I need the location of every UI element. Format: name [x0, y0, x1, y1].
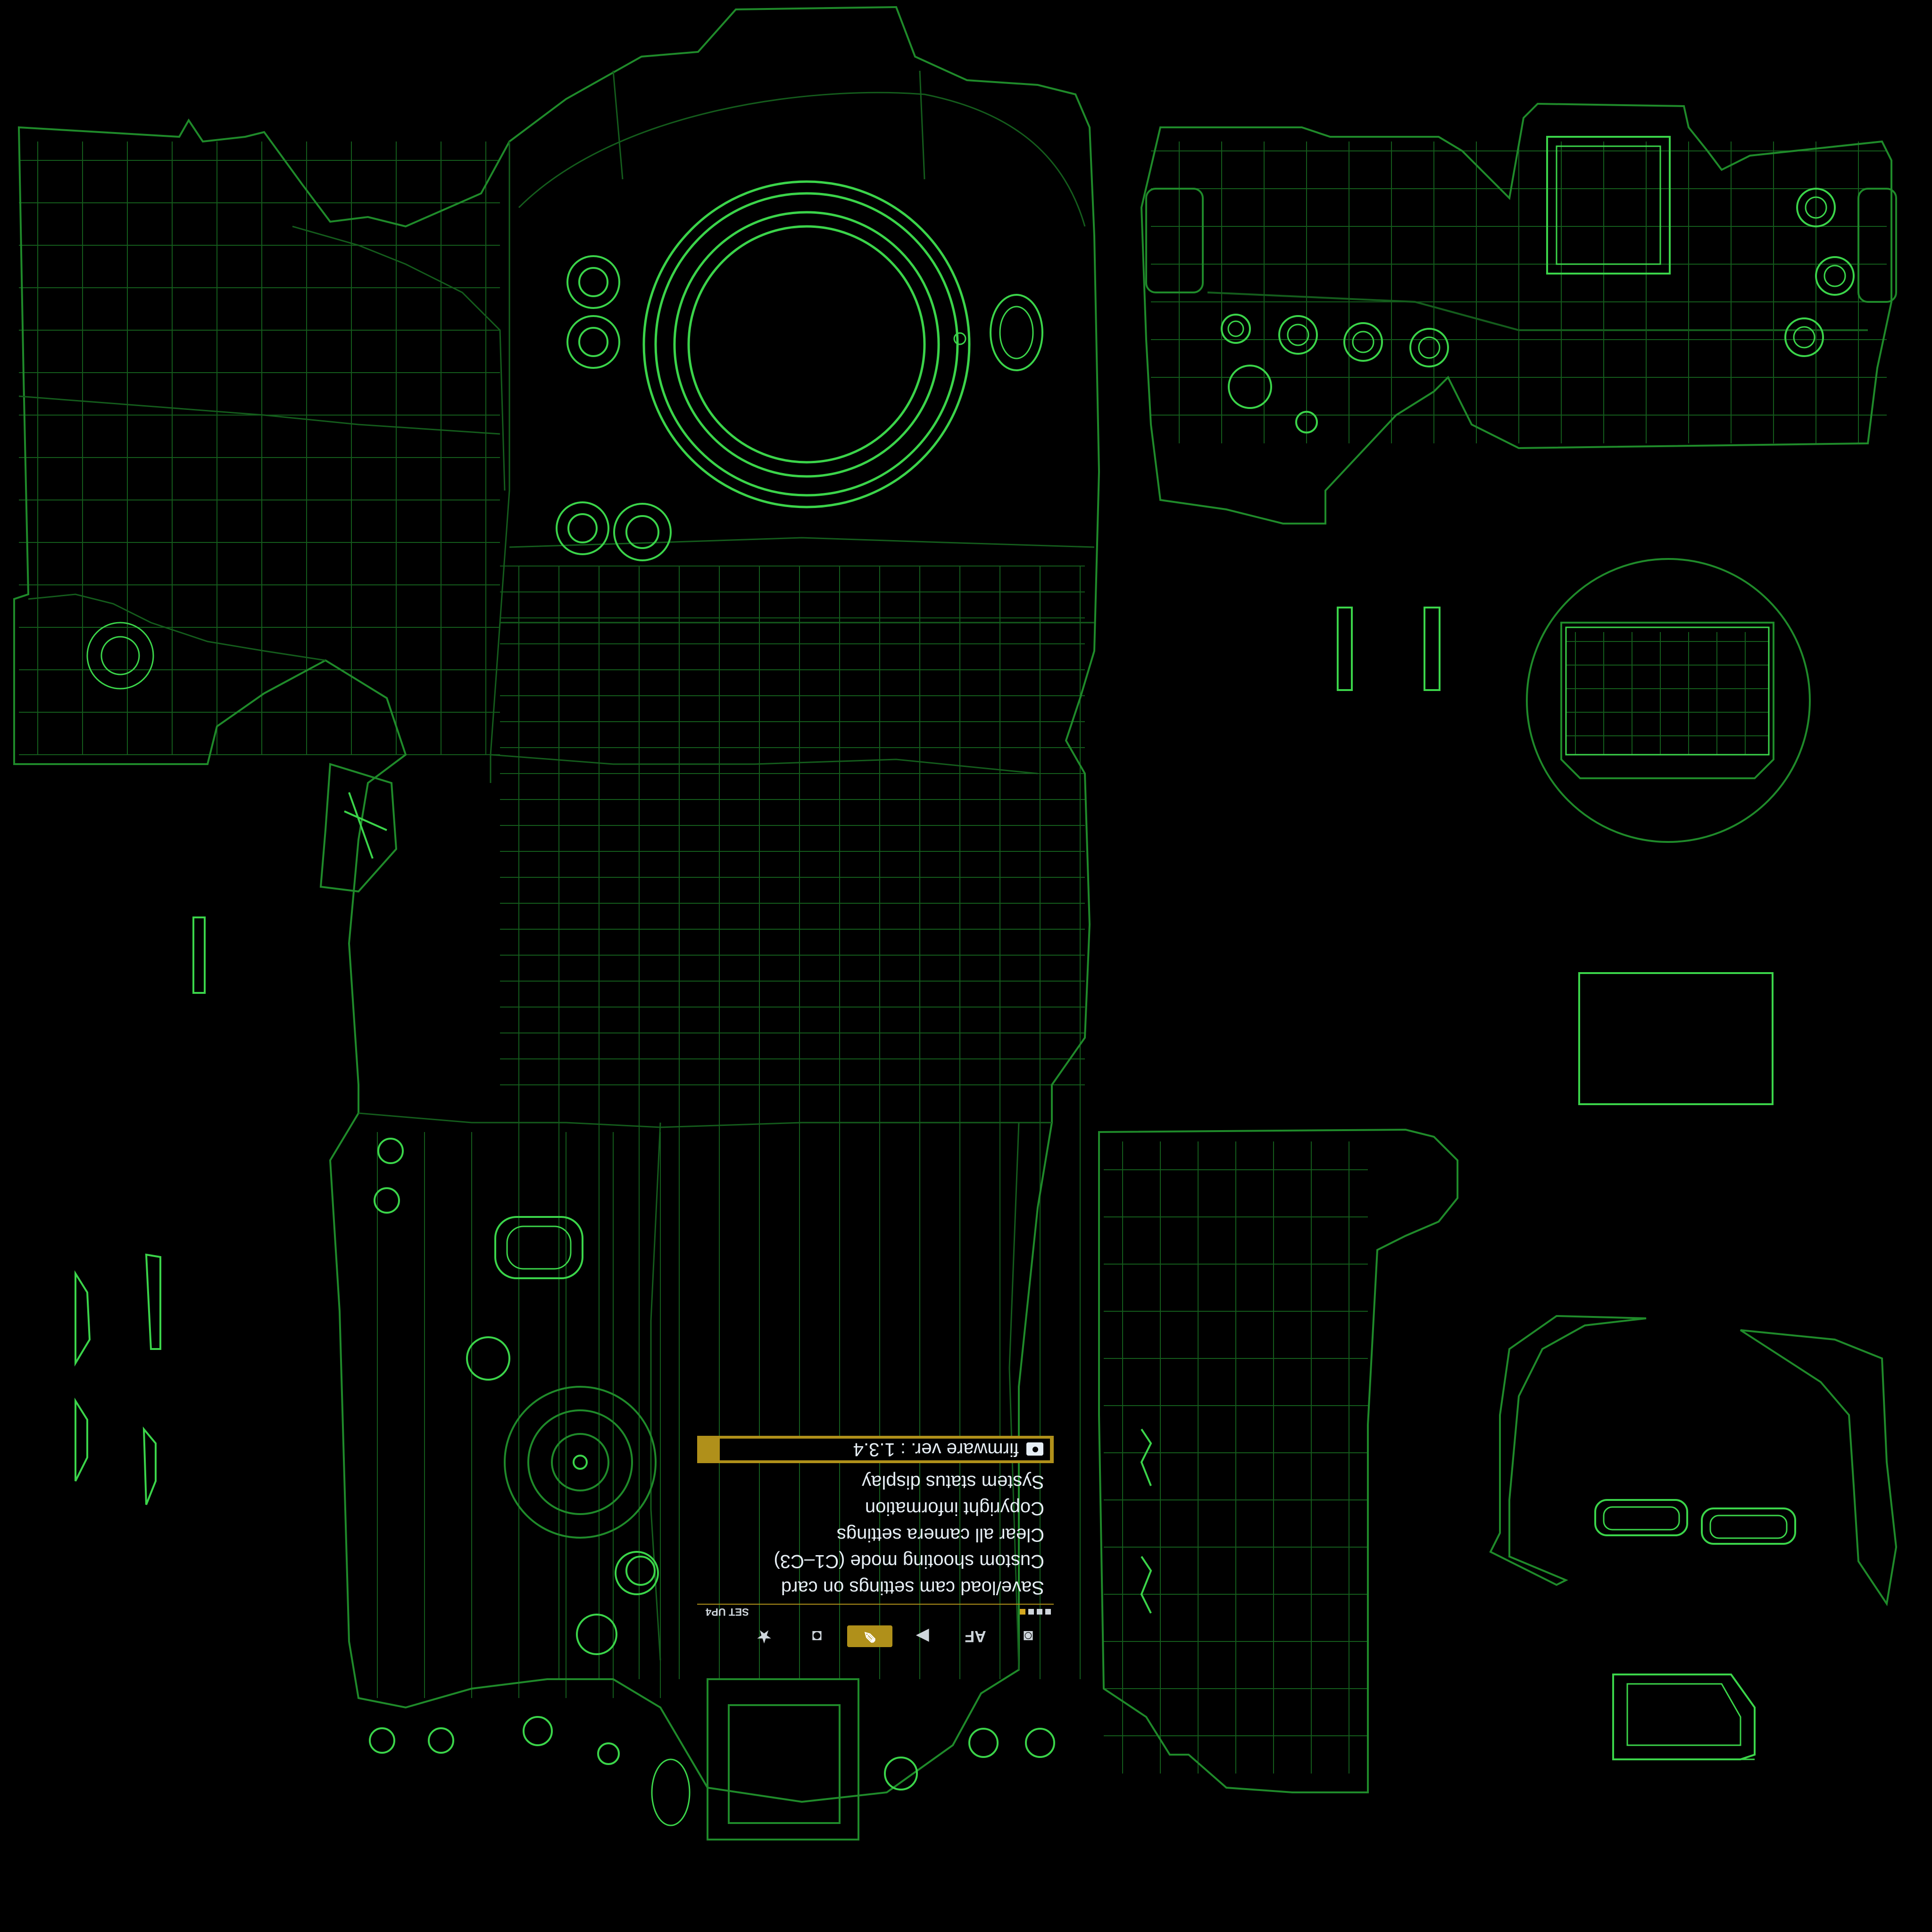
- menu-item-copyright[interactable]: Copyright information: [865, 1498, 1044, 1519]
- tab-playback[interactable]: ▶: [900, 1625, 945, 1647]
- menu-item-firmware[interactable]: firmware ver. : 1.3.4: [697, 1436, 1054, 1463]
- menu-item-save-load[interactable]: Save/load cam settings on card: [781, 1577, 1044, 1598]
- side-connector-island: [319, 763, 398, 893]
- tab-custom[interactable]: ◘: [794, 1625, 840, 1647]
- camera-menu-screen: ◙ AF ▶ ✎ ◘ ★ SET UP4 Save/load cam setti…: [697, 1433, 1054, 1650]
- top-plate-island: [1140, 102, 1897, 525]
- tab-af[interactable]: AF: [965, 1627, 986, 1645]
- rear-panel-controls: [369, 1138, 1055, 1840]
- menu-tab-bar: ◙ AF ▶ ✎ ◘ ★: [697, 1623, 1054, 1650]
- camera-icon: [1026, 1442, 1043, 1456]
- front-buttons: [86, 255, 672, 690]
- camera-body-inner-seams: [18, 70, 1095, 1670]
- menu-item-system-status[interactable]: System status display: [862, 1472, 1044, 1492]
- small-uv-strips: [75, 607, 1774, 1505]
- playback-icon: ▶: [916, 1627, 929, 1645]
- tab-my-menu[interactable]: ★: [757, 1627, 772, 1645]
- menu-items: Save/load cam settings on card Custom sh…: [697, 1469, 1054, 1601]
- firmware-version-text: firmware ver. : 1.3.4: [853, 1439, 1019, 1460]
- arch-island: [1489, 1315, 1898, 1607]
- grip-island: [1098, 1128, 1458, 1793]
- menu-item-clear-settings[interactable]: Clear all camera settings: [836, 1524, 1044, 1545]
- menu-page-row: SET UP4: [697, 1604, 1054, 1622]
- eyepiece-island: [1612, 1674, 1756, 1760]
- sensor-island: [1526, 558, 1811, 843]
- page-label: SET UP4: [706, 1606, 749, 1618]
- lens-mount-ring: [642, 180, 1043, 508]
- tab-shooting[interactable]: ◙: [1006, 1625, 1051, 1647]
- page-indicator: [1017, 1607, 1051, 1615]
- sensor-contact-pins: [1620, 817, 1707, 826]
- menu-item-custom-shooting-mode[interactable]: Custom shooting mode (C1–C3): [774, 1551, 1044, 1572]
- camera-body-shell-island: [13, 6, 1100, 1803]
- custom-functions-icon: ◘: [812, 1627, 822, 1645]
- tab-setup[interactable]: ✎: [847, 1625, 892, 1647]
- top-plate-dials: [1221, 188, 1855, 433]
- camera-icon: ◙: [1023, 1627, 1033, 1645]
- wrench-icon: ✎: [863, 1627, 877, 1645]
- selected-item-box: firmware ver. : 1.3.4: [720, 1439, 1050, 1460]
